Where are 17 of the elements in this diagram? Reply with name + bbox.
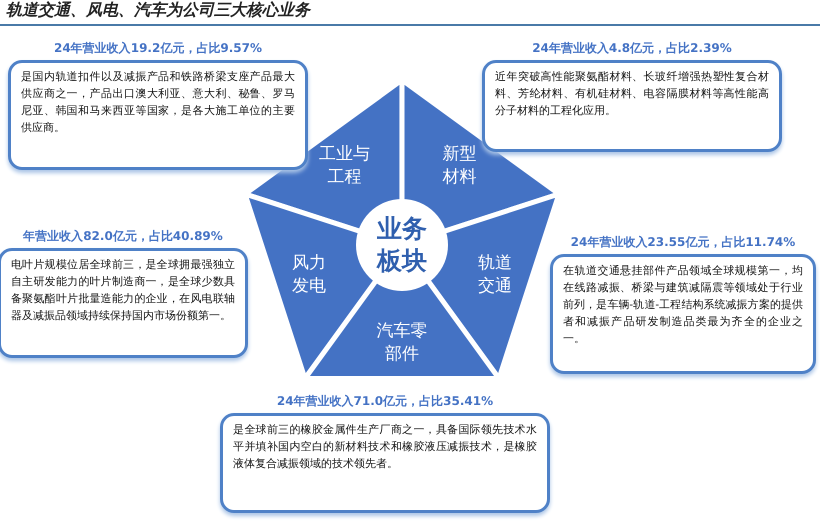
segment-label: 轨道交通 (477, 252, 514, 298)
segment-label: 新型材料 (442, 142, 478, 189)
revenue-heading: 24年营业收入4.8亿元，占比2.39% (531, 40, 733, 57)
segment-label: 汽车零部件 (375, 320, 428, 366)
description-text: 是国内轨道扣件以及减振产品和铁路桥梁支座产品最大供应商之一，产品出口澳大利亚、意大利、秘鲁、罗马尼亚、韩国和马来西亚等国家，是各大施工单位的主要供应商。 (8, 60, 308, 170)
description-text: 近年突破高性能聚氨酯材料、长玻纤增强热塑性复合材料、芳纶材料、有机硅材料、电容隔膜材料等高性能高分子材料的工程化应用。 (482, 60, 782, 152)
segment-label: 工业与工程 (318, 142, 371, 189)
revenue-heading: 年营业收入82.0亿元，占比40.89% (22, 228, 224, 245)
revenue-heading: 24年营业收入71.0亿元，占比35.41% (276, 393, 494, 410)
revenue-heading: 24年营业收入23.55亿元，占比11.74% (570, 234, 796, 251)
description-text: 在轨道交通悬挂部件产品领域全球规模第一，均在线路减振、桥梁与建筑减隔震等领域处于行业前列，是车辆-轨道-工程结构系统减振方案的提供者和减振产品研发制造品类最为齐全的企业之一。 (550, 254, 816, 374)
description-text: 电叶片规模位居全球前三，是全球拥最强独立自主研发能力的叶片制造商一，是全球少数具备聚氨酯叶片批量造能力的企业，在风电联轴器及减振品领域持续保持国内市场份额第一。 (0, 248, 248, 358)
center-label: 业务板块 (376, 213, 428, 277)
segment-label: 风力发电 (290, 252, 327, 298)
revenue-heading: 24年营业收入19.2亿元，占比9.57% (53, 40, 263, 57)
title: 轨道交通、风电、汽车为公司三大核心业务 (6, 0, 310, 21)
description-text: 是全球前三的橡胶金属件生产厂商之一，具备国际领先技术水平并填补国内空白的新材料技术和橡胶液压减振技术，是橡胶液体复合减振领域的技术领先者。 (220, 413, 550, 513)
